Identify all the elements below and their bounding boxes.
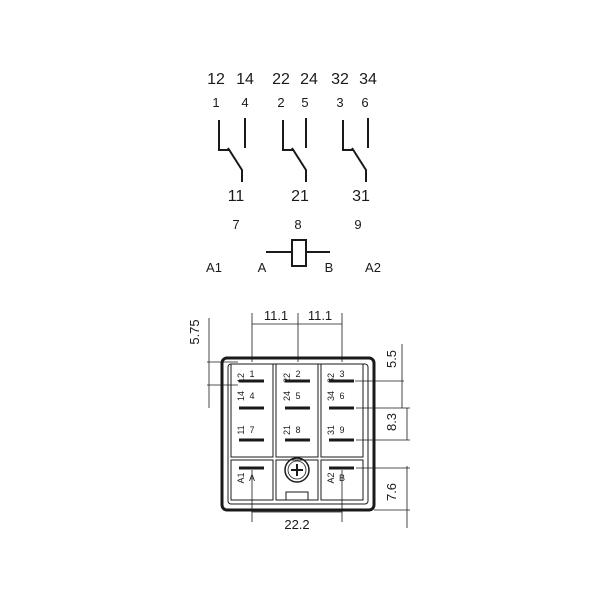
coil-a-label: A	[258, 260, 267, 275]
pin-1-side-label: 1	[249, 369, 254, 379]
contact-group-3: 32 34 3 6 31 9	[331, 71, 377, 232]
pin-2-top-label: 22	[282, 373, 292, 383]
pin-2-side-label: 2	[295, 369, 300, 379]
compartment-right	[320, 363, 364, 458]
relay-footprint: 11.1 11.1 5.75 12 1 2	[187, 308, 410, 532]
contact-3-nc-label: 32	[331, 71, 349, 88]
contact-1-com-alt-label: 7	[232, 217, 239, 232]
dimension-spacing-right-label: 11.1	[308, 308, 332, 323]
compartment-middle	[275, 363, 319, 458]
contact-1-nc-terminal	[218, 120, 229, 151]
pin-6-side-label: 6	[339, 391, 344, 401]
contact-group-1: 12 14 1 4 11 7	[207, 71, 254, 232]
contact-1-no-alt-label: 4	[241, 95, 248, 110]
coil-pin-a-top-label: A1	[236, 472, 246, 483]
contact-2-com-alt-label: 8	[294, 217, 301, 232]
contact-3-nc-terminal	[342, 120, 353, 151]
coil-pin-b-top-label: A2	[326, 472, 336, 483]
coil-a1-label: A1	[206, 260, 222, 275]
pin-5-top-label: 24	[282, 391, 292, 401]
dimension-top-spacing: 11.1 11.1	[251, 308, 343, 362]
dimension-bottom-spacing: 22.2	[251, 470, 343, 532]
contact-3-com-label: 31	[352, 188, 370, 205]
dimension-right-top-label: 5.5	[384, 350, 399, 368]
contact-1-switch-blade	[227, 147, 243, 182]
pin-5-side-label: 5	[295, 391, 300, 401]
contact-1-com-label: 11	[228, 188, 245, 205]
contact-2-no-label: 24	[300, 71, 318, 88]
contact-3-no-alt-label: 6	[361, 95, 368, 110]
pin-3-side-label: 3	[339, 369, 344, 379]
contact-3-switch-blade	[351, 147, 367, 182]
pin-3-top-label: 32	[326, 373, 336, 383]
contact-3-nc-alt-label: 3	[336, 95, 343, 110]
dimension-top-offset: 5.75	[187, 318, 238, 408]
pin-4-side-label: 4	[249, 391, 254, 401]
pin-7-top-label: 11	[236, 425, 246, 434]
pin-9-side-label: 9	[339, 425, 344, 435]
screw-icon	[284, 457, 310, 483]
pin-6-top-label: 34	[326, 391, 336, 401]
contact-2-nc-terminal	[282, 120, 293, 151]
contact-3-no-label: 34	[359, 71, 377, 88]
dimension-coil-spacing-label: 22.2	[284, 517, 309, 532]
pin-1-top-label: 12	[236, 373, 246, 383]
contact-2-nc-label: 22	[272, 71, 290, 88]
compartment-left	[230, 363, 274, 458]
dimension-right: 5.5 8.3 7.6	[355, 344, 410, 528]
coil-b-label: B	[325, 260, 334, 275]
coil-body	[291, 239, 307, 267]
contact-2-com-label: 21	[291, 188, 309, 205]
dimension-row-pitch-label: 8.3	[384, 413, 399, 431]
coil-symbol: A1 A B A2	[206, 239, 381, 275]
pin-8-top-label: 21	[282, 425, 292, 435]
contact-2-nc-alt-label: 2	[277, 95, 284, 110]
contact-group-2: 22 24 2 5 21 8	[272, 71, 318, 232]
contact-3-com-alt-label: 9	[354, 217, 361, 232]
dimension-bottom-offset-label: 7.6	[384, 483, 399, 501]
pin-9-top-label: 31	[326, 425, 336, 435]
relay-outline	[220, 356, 376, 512]
contact-1-no-label: 14	[236, 71, 254, 88]
pin-8-side-label: 8	[295, 425, 300, 435]
coil-a2-label: A2	[365, 260, 381, 275]
contact-1-nc-label: 12	[207, 71, 225, 88]
pin-4-top-label: 14	[236, 391, 246, 401]
pin-7-side-label: 7	[249, 425, 254, 435]
contact-schematic: 12 14 1 4 11 7 22 24 2 5 21 8 32 34 3	[206, 71, 381, 275]
dimension-top-offset-label: 5.75	[187, 319, 202, 344]
dimension-spacing-left-label: 11.1	[264, 308, 288, 323]
contact-1-nc-alt-label: 1	[212, 95, 219, 110]
compartment-notch	[285, 491, 309, 500]
contact-2-switch-blade	[291, 147, 307, 182]
contact-2-no-alt-label: 5	[301, 95, 308, 110]
contact-pins: 12 1 22 2 32 3 14 4 24 5 34 6 11 7 21 8	[236, 369, 354, 484]
